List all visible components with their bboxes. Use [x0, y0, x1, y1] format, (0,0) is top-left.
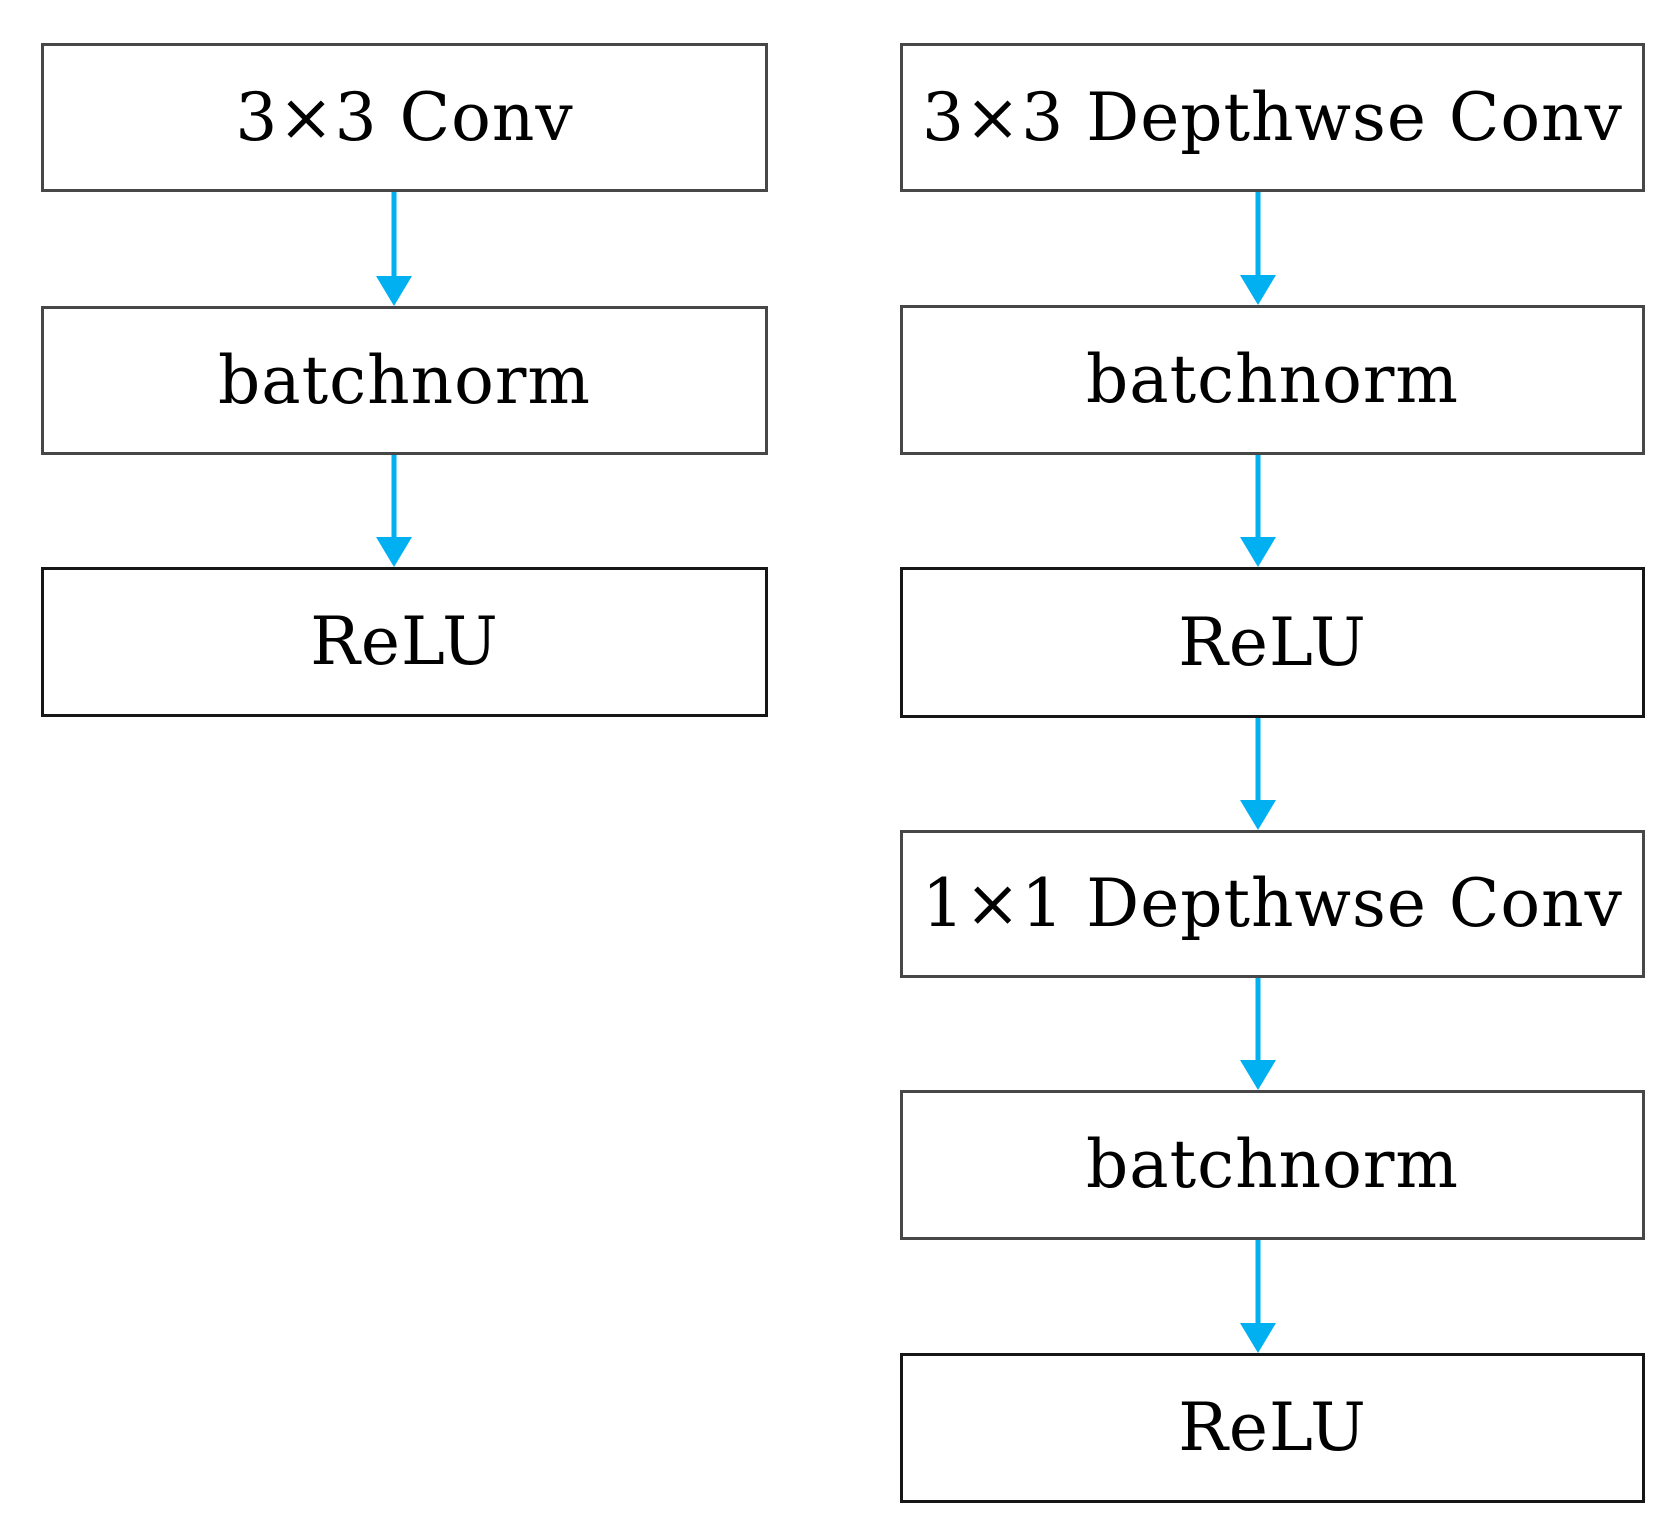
arrow-shaft [391, 192, 397, 279]
arrow-shaft [1255, 978, 1261, 1063]
node-relu: ReLU [900, 567, 1645, 718]
arrow-shaft [1255, 1240, 1261, 1326]
arrow-head [1240, 275, 1276, 305]
down-arrow-icon [1240, 978, 1276, 1090]
node-batchnorm: batchnorm [900, 1090, 1645, 1240]
node-3x3-conv: 3×3 Conv [41, 43, 768, 192]
node-batchnorm: batchnorm [900, 305, 1645, 455]
arrow-head [1240, 1323, 1276, 1353]
arrow-head [376, 537, 412, 567]
arrow-head [1240, 800, 1276, 830]
arrow-head [1240, 537, 1276, 567]
down-arrow-icon [1240, 1240, 1276, 1353]
node-label: ReLU [1178, 603, 1367, 681]
node-3x3-depthwise-conv: 3×3 Depthwse Conv [900, 43, 1645, 192]
node-relu: ReLU [41, 567, 768, 717]
down-arrow-icon [1240, 192, 1276, 305]
down-arrow-icon [1240, 718, 1276, 830]
node-label: batchnorm [1086, 1126, 1459, 1203]
arrow-shaft [391, 455, 397, 540]
node-relu: ReLU [900, 1353, 1645, 1503]
node-label: batchnorm [218, 341, 591, 419]
arrow-shaft [1255, 718, 1261, 803]
node-label: batchnorm [1086, 341, 1459, 418]
down-arrow-icon [376, 455, 412, 567]
down-arrow-icon [1240, 455, 1276, 567]
node-label: ReLU [310, 603, 499, 680]
node-label: 1×1 Depthwse Conv [922, 865, 1623, 942]
node-batchnorm: batchnorm [41, 306, 768, 455]
node-1x1-depthwise-conv: 1×1 Depthwse Conv [900, 830, 1645, 978]
node-label: ReLU [1178, 1389, 1367, 1466]
arrow-head [376, 276, 412, 306]
arrow-shaft [1255, 192, 1261, 278]
arrow-head [1240, 1060, 1276, 1090]
node-label: 3×3 Conv [235, 78, 574, 156]
node-label: 3×3 Depthwse Conv [922, 78, 1623, 156]
arrow-shaft [1255, 455, 1261, 540]
down-arrow-icon [376, 192, 412, 306]
